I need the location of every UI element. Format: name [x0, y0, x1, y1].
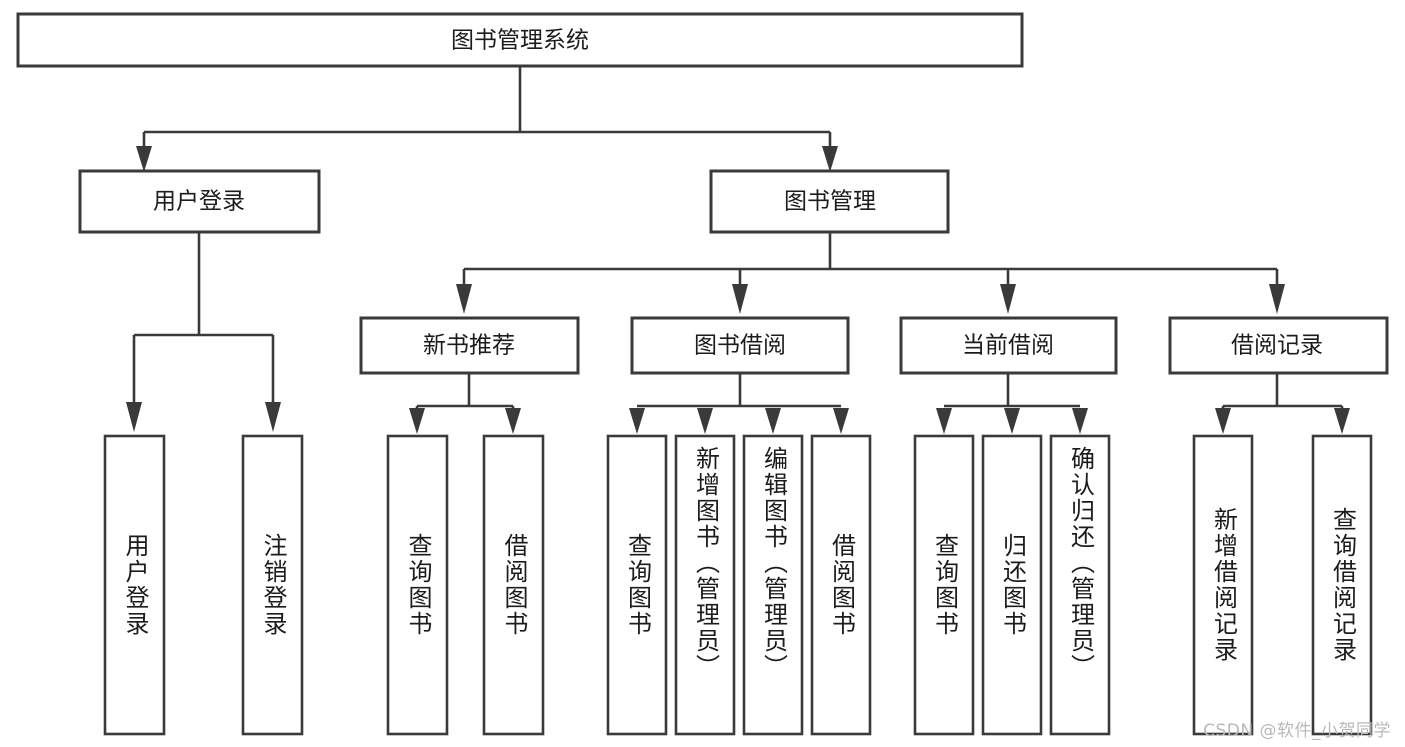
- watermark: CSDN @软件_小贺同学: [1203, 721, 1391, 741]
- node-borrow-record[interactable]: 借阅记录: [1168, 316, 1389, 375]
- leaf-user-logout-box[interactable]: [241, 434, 304, 736]
- leaf-query-book-1-box[interactable]: [386, 434, 449, 736]
- leaf-confirm-return-box[interactable]: [1049, 434, 1111, 736]
- node-root-box[interactable]: [16, 12, 1024, 68]
- node-book-borrow-box[interactable]: [630, 316, 850, 375]
- arrow-head-icon: [456, 284, 472, 314]
- node-current-borrow-label: 当前借阅: [962, 333, 1054, 359]
- arrow-head-icon: [409, 408, 425, 434]
- node-user-login-label: 用户登录: [153, 189, 245, 215]
- connector-book-manage-to-level3: [456, 232, 1285, 314]
- node-borrow-record-box[interactable]: [1168, 316, 1389, 375]
- arrow-head-icon: [936, 408, 952, 434]
- node-book-manage-box[interactable]: [709, 169, 950, 234]
- node-book-borrow[interactable]: 图书借阅: [630, 316, 850, 375]
- node-current-borrow-box[interactable]: [899, 316, 1118, 375]
- arrow-head-icon: [765, 408, 781, 434]
- arrow-head-icon: [1215, 408, 1231, 434]
- arrow-head-icon: [1072, 408, 1088, 434]
- leaf-query-record-box[interactable]: [1311, 434, 1373, 736]
- leaf-user-login-box[interactable]: [103, 434, 166, 736]
- node-book-manage-label: 图书管理: [784, 189, 876, 215]
- arrow-head-icon: [833, 408, 849, 434]
- arrow-head-icon: [629, 408, 645, 434]
- arrow-head-icon: [126, 402, 142, 432]
- node-book-manage[interactable]: 图书管理: [709, 169, 950, 234]
- leaf-query-book-2-box[interactable]: [606, 434, 668, 736]
- arrow-head-icon: [505, 408, 521, 434]
- node-new-book-recommend[interactable]: 新书推荐: [359, 316, 580, 375]
- connector-root-to-level2: [136, 66, 838, 172]
- arrow-head-icon: [732, 284, 748, 314]
- node-new-book-recommend-box[interactable]: [359, 316, 580, 375]
- node-borrow-record-label: 借阅记录: [1231, 333, 1323, 359]
- leaf-edit-book-box[interactable]: [742, 434, 804, 736]
- leaf-boxes: [103, 434, 1373, 736]
- arrow-head-icon: [1269, 284, 1285, 314]
- node-current-borrow[interactable]: 当前借阅: [899, 316, 1118, 375]
- arrow-head-icon: [1000, 284, 1016, 314]
- arrow-head-icon: [265, 402, 281, 432]
- arrow-head-icon: [1004, 408, 1020, 434]
- arrow-head-icon: [136, 146, 152, 172]
- connector-current-borrow-to-leaves: [936, 373, 1088, 434]
- arrow-head-icon: [822, 146, 838, 172]
- leaf-add-book-box[interactable]: [674, 434, 736, 736]
- leaf-borrow-book-1-box[interactable]: [482, 434, 545, 736]
- leaf-query-book-3-box[interactable]: [913, 434, 975, 736]
- arrow-head-icon: [697, 408, 713, 434]
- arrow-head-icon: [1334, 408, 1350, 434]
- leaf-return-book-box[interactable]: [981, 434, 1043, 736]
- node-root-label: 图书管理系统: [451, 28, 589, 54]
- node-book-borrow-label: 图书借阅: [694, 333, 786, 359]
- leaf-add-record-box[interactable]: [1192, 434, 1254, 736]
- connector-borrow-record-to-leaves: [1215, 373, 1350, 434]
- node-user-login-box[interactable]: [78, 169, 321, 234]
- node-user-login[interactable]: 用户登录: [78, 169, 321, 234]
- connector-new-book-recommend-to-leaves: [409, 373, 521, 434]
- node-root[interactable]: 图书管理系统: [16, 12, 1024, 68]
- node-new-book-recommend-label: 新书推荐: [423, 333, 515, 359]
- connector-book-borrow-to-leaves: [629, 373, 849, 434]
- leaf-borrow-book-2-box[interactable]: [810, 434, 872, 736]
- connector-user-login-to-leaves: [126, 232, 281, 432]
